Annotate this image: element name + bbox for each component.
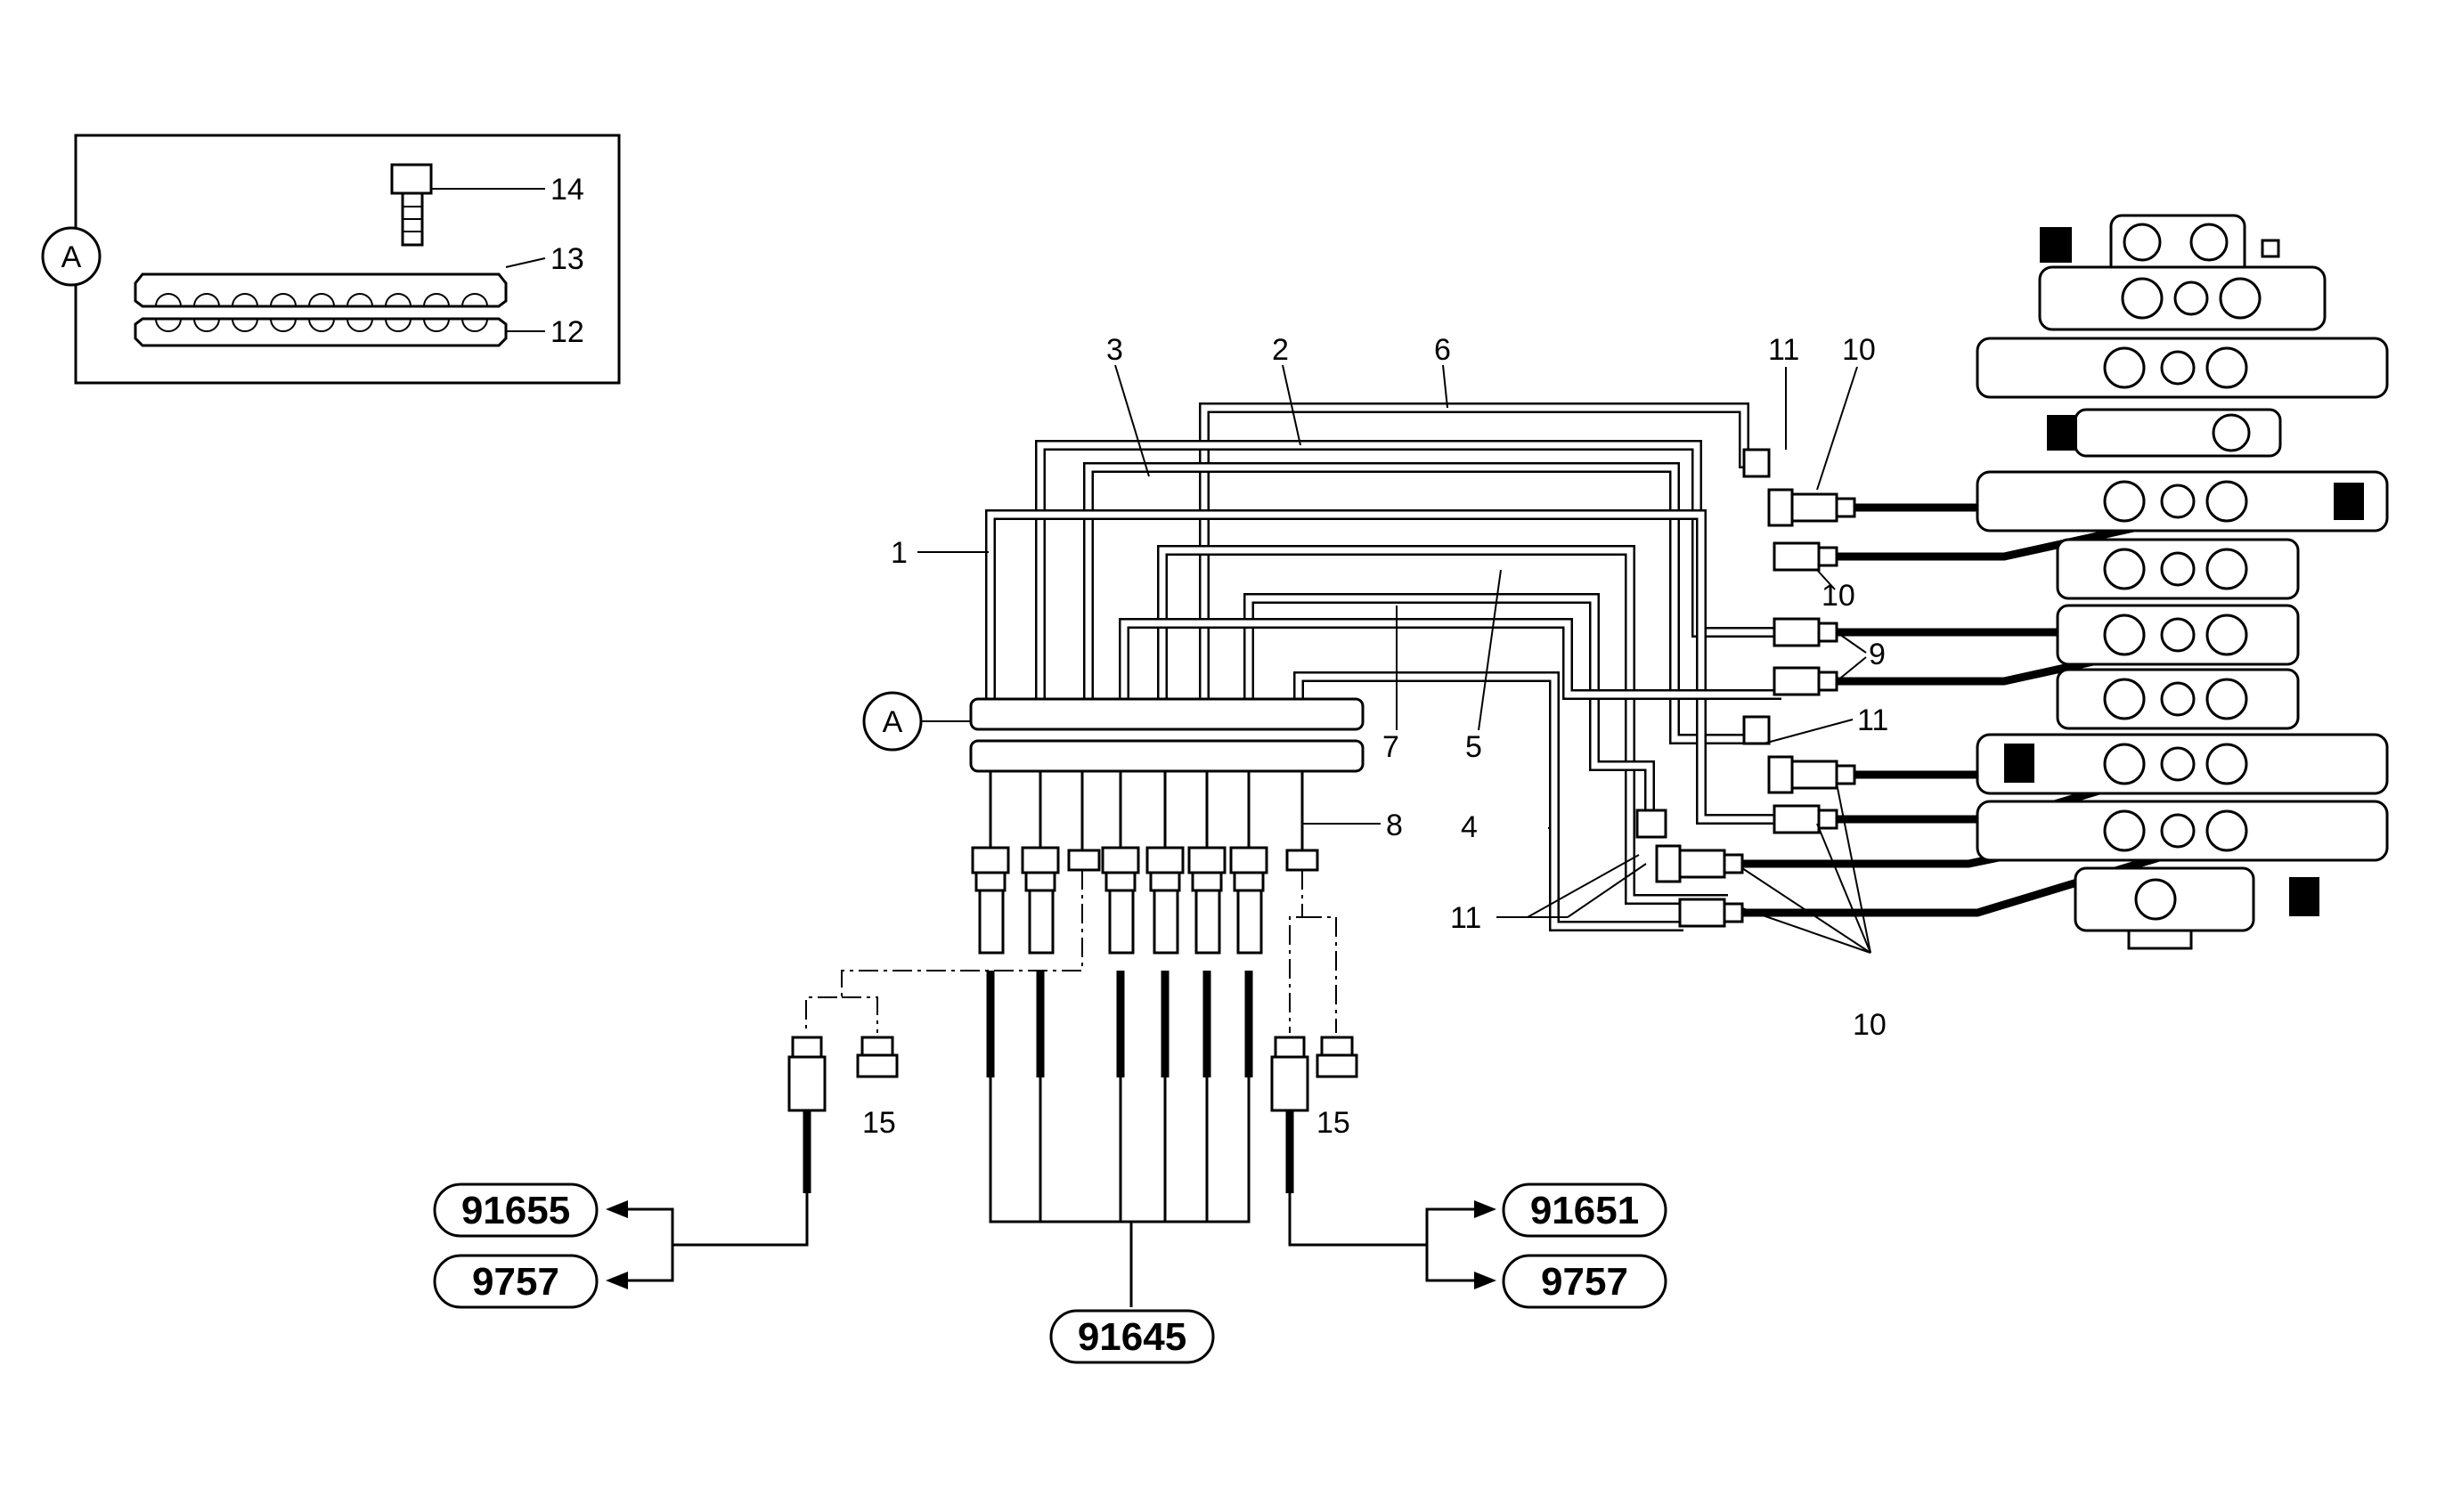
- callout-7: 7: [1382, 730, 1399, 764]
- callout-11-top: 11: [1768, 333, 1799, 367]
- left-test-connector: [606, 870, 1083, 1289]
- bundle-marker-label: A: [883, 705, 903, 739]
- callout-10-top: 10: [1842, 333, 1876, 367]
- ref-9757-right: 9757: [1541, 1260, 1628, 1304]
- callouts: 1 2 3 4 5 6 7 8 9 10 10 10 11 11 11 15 1…: [862, 333, 1888, 1140]
- clamp-lower: [134, 317, 508, 347]
- ref-91655: 91655: [461, 1189, 570, 1232]
- ref-91645: 91645: [1078, 1315, 1186, 1359]
- callout-9: 9: [1869, 638, 1886, 671]
- callout-6: 6: [1434, 333, 1451, 367]
- callout-10-mid: 10: [1822, 579, 1855, 613]
- callout-14: 14: [550, 173, 584, 207]
- clamp-upper: [134, 272, 508, 308]
- callout-8: 8: [1386, 809, 1403, 842]
- pipe-bundle: [985, 402, 1781, 931]
- inset-marker-label: A: [61, 240, 82, 274]
- callout-13: 13: [550, 242, 584, 276]
- callout-10-bottom: 10: [1853, 1008, 1887, 1042]
- callout-15-right: 15: [1316, 1106, 1350, 1140]
- bundle-clamp: A: [862, 691, 1365, 773]
- leader-lines: [917, 364, 1871, 954]
- callout-2: 2: [1272, 333, 1289, 367]
- arrow-head-icon: [606, 1200, 628, 1218]
- port-fittings: [1635, 448, 1856, 928]
- callout-3: 3: [1106, 333, 1123, 367]
- arrow-head-icon: [1474, 1272, 1496, 1289]
- drop-pipes: [971, 771, 1319, 1307]
- right-test-connector: [1270, 870, 1496, 1289]
- callout-1: 1: [891, 536, 908, 570]
- callout-11-bottom: 11: [1450, 901, 1481, 935]
- arrow-head-icon: [1474, 1200, 1496, 1218]
- callout-11-mid: 11: [1857, 703, 1888, 737]
- ref-9757-left: 9757: [472, 1260, 559, 1304]
- detail-a-inset: A 14 13 12: [41, 134, 621, 385]
- reference-boxes: 91655 9757 91645 91651 9757: [433, 1183, 1667, 1364]
- callout-5: 5: [1465, 730, 1482, 764]
- callout-4: 4: [1461, 810, 1478, 844]
- ref-91651: 91651: [1530, 1189, 1639, 1232]
- callout-15-left: 15: [862, 1106, 896, 1140]
- screw-head: [390, 163, 433, 195]
- control-valve: [1976, 214, 2389, 950]
- callout-12: 12: [550, 315, 584, 349]
- arrow-head-icon: [606, 1272, 628, 1289]
- detail-marker-icon: [41, 226, 102, 287]
